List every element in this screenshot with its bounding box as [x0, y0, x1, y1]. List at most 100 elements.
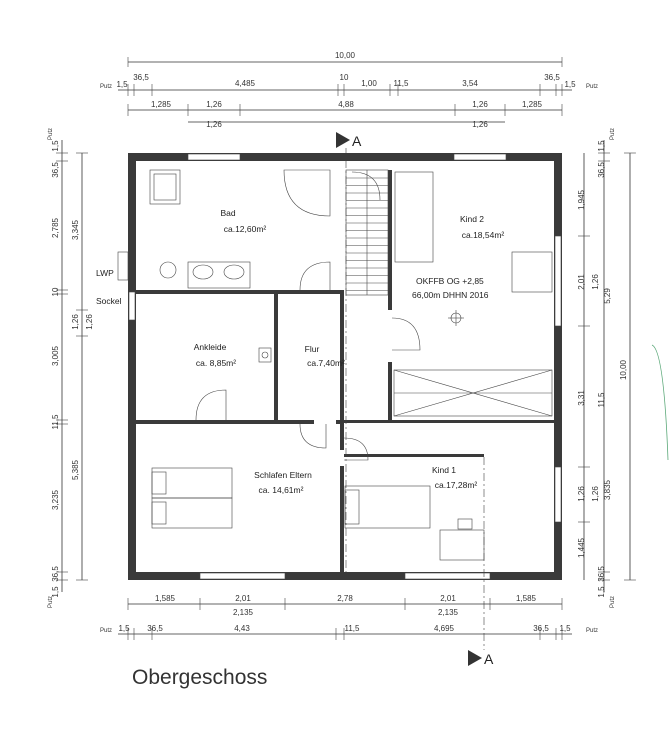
room-kind2-area: ca.18,54m²	[462, 230, 505, 240]
top-row3-dim-1: 1,26	[206, 120, 222, 129]
bottom-row2-dim-2: 2,135	[438, 608, 459, 617]
top-row2-dim-2: 1,26	[206, 100, 222, 109]
left-inner-dim-3: 1,26	[85, 314, 94, 330]
section-letter-bottom: A	[484, 651, 494, 667]
doors	[299, 261, 421, 461]
room-ankleide-area: ca. 8,85m²	[196, 358, 236, 368]
left-dim-2: 36,5	[51, 162, 60, 178]
left-dim-1: 1,5	[51, 140, 60, 152]
right-dim-3: 1,945	[577, 189, 586, 210]
bottom-putz-left: Putz	[100, 628, 112, 634]
left-dim-3: 2,785	[51, 217, 60, 238]
lwp-label: LWP	[96, 268, 114, 278]
room-flur-area: ca.7,40m²	[307, 358, 345, 368]
top-row2-dim-1: 1,285	[151, 100, 172, 109]
left-dim-9: 1,5	[51, 586, 60, 598]
room-ankleide-name: Ankleide	[194, 342, 227, 352]
right-dimensions: 1,5 36,5 1,945 2,01 3,31 1,26 1,445 36,5…	[577, 128, 636, 608]
lwp-unit	[117, 251, 129, 281]
room-bad-name: Bad	[220, 208, 235, 218]
top-dimensions: 10,00 Putz Putz 1,5 36,5 4,485 10 1,00 1…	[100, 51, 598, 129]
room-kind1-area: ca.17,28m²	[435, 480, 478, 490]
bath-fixtures	[149, 169, 331, 289]
bottom-putz-right: Putz	[586, 628, 598, 634]
right-dim-2: 36,5	[597, 162, 606, 178]
room-bad-area: ca.12,60m²	[224, 224, 267, 234]
bottom-dimensions: 1,585 2,01 2,78 2,01 1,585 2,135 2,135 P…	[100, 594, 598, 640]
exterior-walls	[128, 153, 562, 580]
bottom-dim-1: 1,585	[155, 594, 176, 603]
top-dim-4: 10	[340, 73, 349, 82]
kind2-furniture	[393, 171, 553, 417]
top-putz-right: Putz	[586, 84, 598, 90]
right-dim-9: 1,5	[597, 586, 606, 598]
right-dim-5: 3,31	[577, 390, 586, 406]
right-inner-dim-4: 1,26	[591, 486, 600, 502]
interior-walls	[136, 170, 554, 572]
left-inner-dim-2: 1,26	[71, 314, 80, 330]
pencil-mark	[651, 344, 669, 461]
bottom-row2-dim-1: 2,135	[233, 608, 254, 617]
ankleide-fixtures	[195, 347, 272, 421]
right-inner-dim-3: 11,5	[597, 392, 606, 408]
plan-title: Obergeschoss	[132, 666, 267, 689]
left-putz-top: Putz	[48, 128, 54, 140]
bottom-row3-dim-1: 1,5	[118, 624, 130, 633]
room-schlafen-area: ca. 14,61m²	[259, 485, 304, 495]
top-dim-9: 1,5	[564, 80, 576, 89]
top-dim-3: 4,485	[235, 79, 256, 88]
top-row2-dim-3: 4,88	[338, 100, 354, 109]
top-dim-1: 1,5	[116, 80, 128, 89]
right-overall-dim: 10,00	[619, 359, 628, 380]
bottom-dim-4: 2,01	[440, 594, 456, 603]
parents-bed	[151, 467, 233, 529]
top-dim-2: 36,5	[133, 73, 149, 82]
right-inner-dim-5: 3,835	[603, 479, 612, 500]
right-inner-dim-2: 5,29	[603, 288, 612, 304]
bottom-row3-dim-4: 11,5	[345, 624, 361, 633]
bottom-row3-dim-7: 1,5	[559, 624, 571, 633]
right-dim-1: 1,5	[597, 140, 606, 152]
sockel-label: Sockel	[96, 296, 122, 306]
level-note-1: OKFFB OG +2,85	[416, 276, 484, 286]
level-note-2: 66,00m DHHN 2016	[412, 290, 489, 300]
left-inner-dim-4: 5,385	[71, 459, 80, 480]
top-dim-5: 1,00	[361, 79, 377, 88]
section-marker-bottom: A	[468, 650, 494, 667]
left-inner-dim-1: 3,345	[71, 219, 80, 240]
top-dim-8: 36,5	[544, 73, 560, 82]
left-dim-5: 3,005	[51, 345, 60, 366]
left-dim-4: 10	[51, 287, 60, 296]
staircase	[345, 169, 389, 296]
kind1-furniture	[344, 485, 485, 561]
section-letter-top: A	[352, 133, 362, 149]
top-dim-6: 11,5	[394, 79, 410, 88]
left-dimensions: 1,5 36,5 2,785 10 3,005 11,5 3,235 36,5 …	[48, 128, 94, 608]
bottom-row3-dim-5: 4,695	[434, 624, 455, 633]
room-flur-name: Flur	[305, 344, 320, 354]
bottom-row3-dim-3: 4,43	[234, 624, 250, 633]
room-schlafen-name: Schlafen Eltern	[254, 470, 312, 480]
right-putz-top: Putz	[610, 128, 616, 140]
left-dim-6: 11,5	[51, 414, 60, 430]
top-row2-dim-5: 1,285	[522, 100, 543, 109]
bottom-row3-dim-2: 36,5	[147, 624, 163, 633]
top-overall-dim: 10,00	[335, 51, 356, 60]
bottom-dim-3: 2,78	[337, 594, 353, 603]
left-putz-bottom: Putz	[48, 596, 54, 608]
top-putz-left: Putz	[100, 84, 112, 90]
right-dim-4: 2,01	[577, 274, 586, 290]
room-kind1-name: Kind 1	[432, 465, 456, 475]
bottom-row3-dim-6: 36,5	[533, 624, 549, 633]
top-dim-7: 3,54	[462, 79, 478, 88]
right-dim-8: 36,5	[597, 566, 606, 582]
left-dim-7: 3,235	[51, 489, 60, 510]
right-putz-bottom: Putz	[610, 596, 616, 608]
right-inner-dim-1: 1,26	[591, 274, 600, 290]
left-dim-8: 36,5	[51, 566, 60, 582]
right-dim-7: 1,445	[577, 537, 586, 558]
bottom-dim-5: 1,585	[516, 594, 537, 603]
bottom-dim-2: 2,01	[235, 594, 251, 603]
room-kind2-name: Kind 2	[460, 214, 484, 224]
